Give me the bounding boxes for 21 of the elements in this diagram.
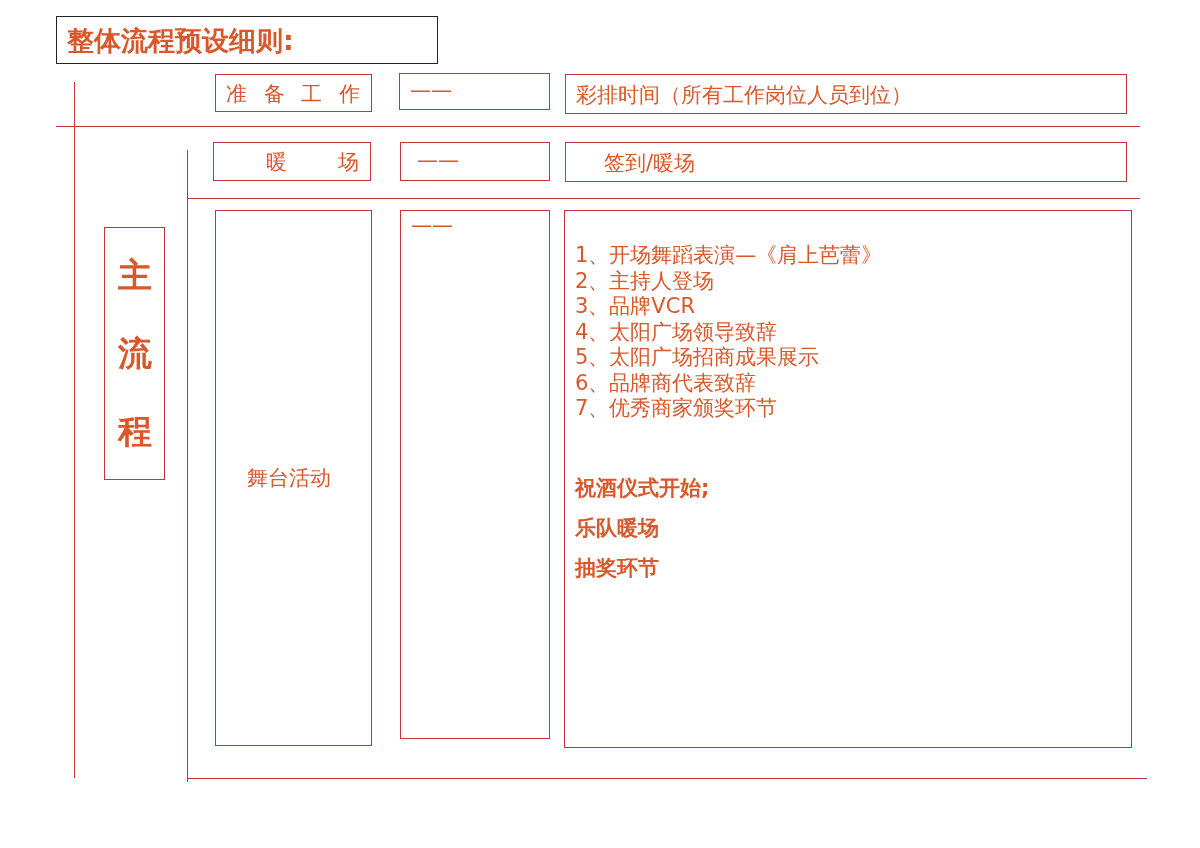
stage-box: 舞台活动 — [215, 210, 372, 746]
stage-box: 准 备 工 作 — [215, 74, 372, 112]
list-item: 3、品牌VCR — [575, 294, 695, 319]
stage-box: 暖 场 — [213, 142, 371, 181]
detail-box: 彩排时间（所有工作岗位人员到位） — [565, 74, 1127, 114]
dash-box: —— — [400, 210, 550, 739]
list-item: 7、优秀商家颁奖环节 — [575, 396, 778, 421]
list-item: 6、品牌商代表致辞 — [575, 370, 757, 396]
list-item: 4、太阳广场领导致辞 — [575, 319, 778, 345]
dash-box: —— — [400, 142, 550, 181]
detail-box: 签到/暖场 — [565, 142, 1127, 182]
bold-note: 乐队暖场 — [575, 516, 659, 541]
section-heading-box: 主流程 — [104, 227, 165, 480]
dash-box: —— — [399, 73, 550, 110]
bold-note: 抽奖环节 — [575, 556, 659, 581]
heading-box: 整体流程预设细则: — [56, 16, 438, 64]
list-item: 5、太阳广场招商成果展示 — [575, 345, 820, 370]
list-item: 1、开场舞蹈表演—《肩上芭蕾》 — [575, 243, 883, 268]
detail-panel — [564, 210, 1132, 748]
bold-note: 祝酒仪式开始; — [575, 476, 710, 501]
list-item: 2、主持人登场 — [575, 268, 715, 294]
